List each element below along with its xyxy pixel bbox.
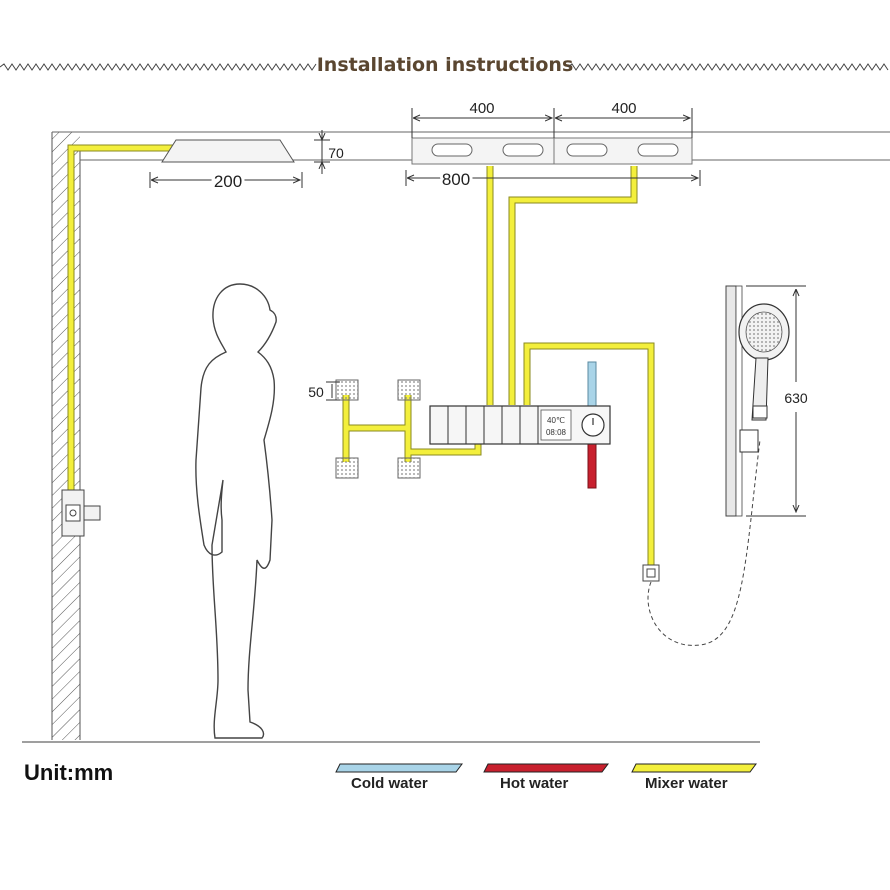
body-jet bbox=[397, 379, 421, 401]
slide-bar-shower bbox=[725, 285, 790, 517]
display-temperature: 40℃ bbox=[547, 416, 565, 425]
dim-panel-left: 400 bbox=[469, 100, 494, 117]
rain-shower-head bbox=[161, 139, 295, 163]
title-zigzag-right bbox=[567, 63, 889, 71]
legend-swatch-hot bbox=[483, 763, 609, 773]
person-figure bbox=[195, 283, 277, 739]
dim-rain-head-length: 200 bbox=[214, 172, 242, 191]
thermostat-control-panel bbox=[429, 405, 611, 445]
title-zigzag-left bbox=[0, 63, 317, 71]
wall-valve bbox=[61, 489, 101, 537]
body-jet bbox=[335, 379, 359, 401]
page-title: Installation instructions bbox=[0, 54, 890, 76]
legend-swatch-mixer bbox=[631, 763, 757, 773]
body-jet bbox=[335, 457, 359, 479]
wall bbox=[51, 132, 81, 740]
ceiling-shower-panel bbox=[411, 137, 693, 165]
dimension-lines bbox=[149, 108, 806, 517]
hand-shower-outlet bbox=[642, 564, 660, 582]
dim-slide-bar-height: 630 bbox=[784, 390, 808, 406]
legend-label-hot: Hot water bbox=[500, 775, 569, 792]
hot-water-pipe bbox=[587, 443, 597, 489]
dim-rain-head-height: 70 bbox=[328, 145, 344, 161]
cold-water-pipe bbox=[587, 361, 597, 407]
body-jet bbox=[397, 457, 421, 479]
dim-panel-right: 400 bbox=[611, 100, 636, 117]
legend-label-mixer: Mixer water bbox=[645, 775, 728, 792]
legend-swatch-cold bbox=[335, 763, 463, 773]
legend-label-cold: Cold water bbox=[351, 775, 428, 792]
mixer-pipes bbox=[67, 144, 655, 565]
display-time: 08:08 bbox=[546, 428, 567, 437]
unit-label: Unit:mm bbox=[24, 760, 114, 785]
shower-hose bbox=[647, 439, 761, 646]
dim-panel-total: 800 bbox=[442, 170, 470, 189]
dim-body-jet-spacing: 50 bbox=[308, 384, 324, 400]
